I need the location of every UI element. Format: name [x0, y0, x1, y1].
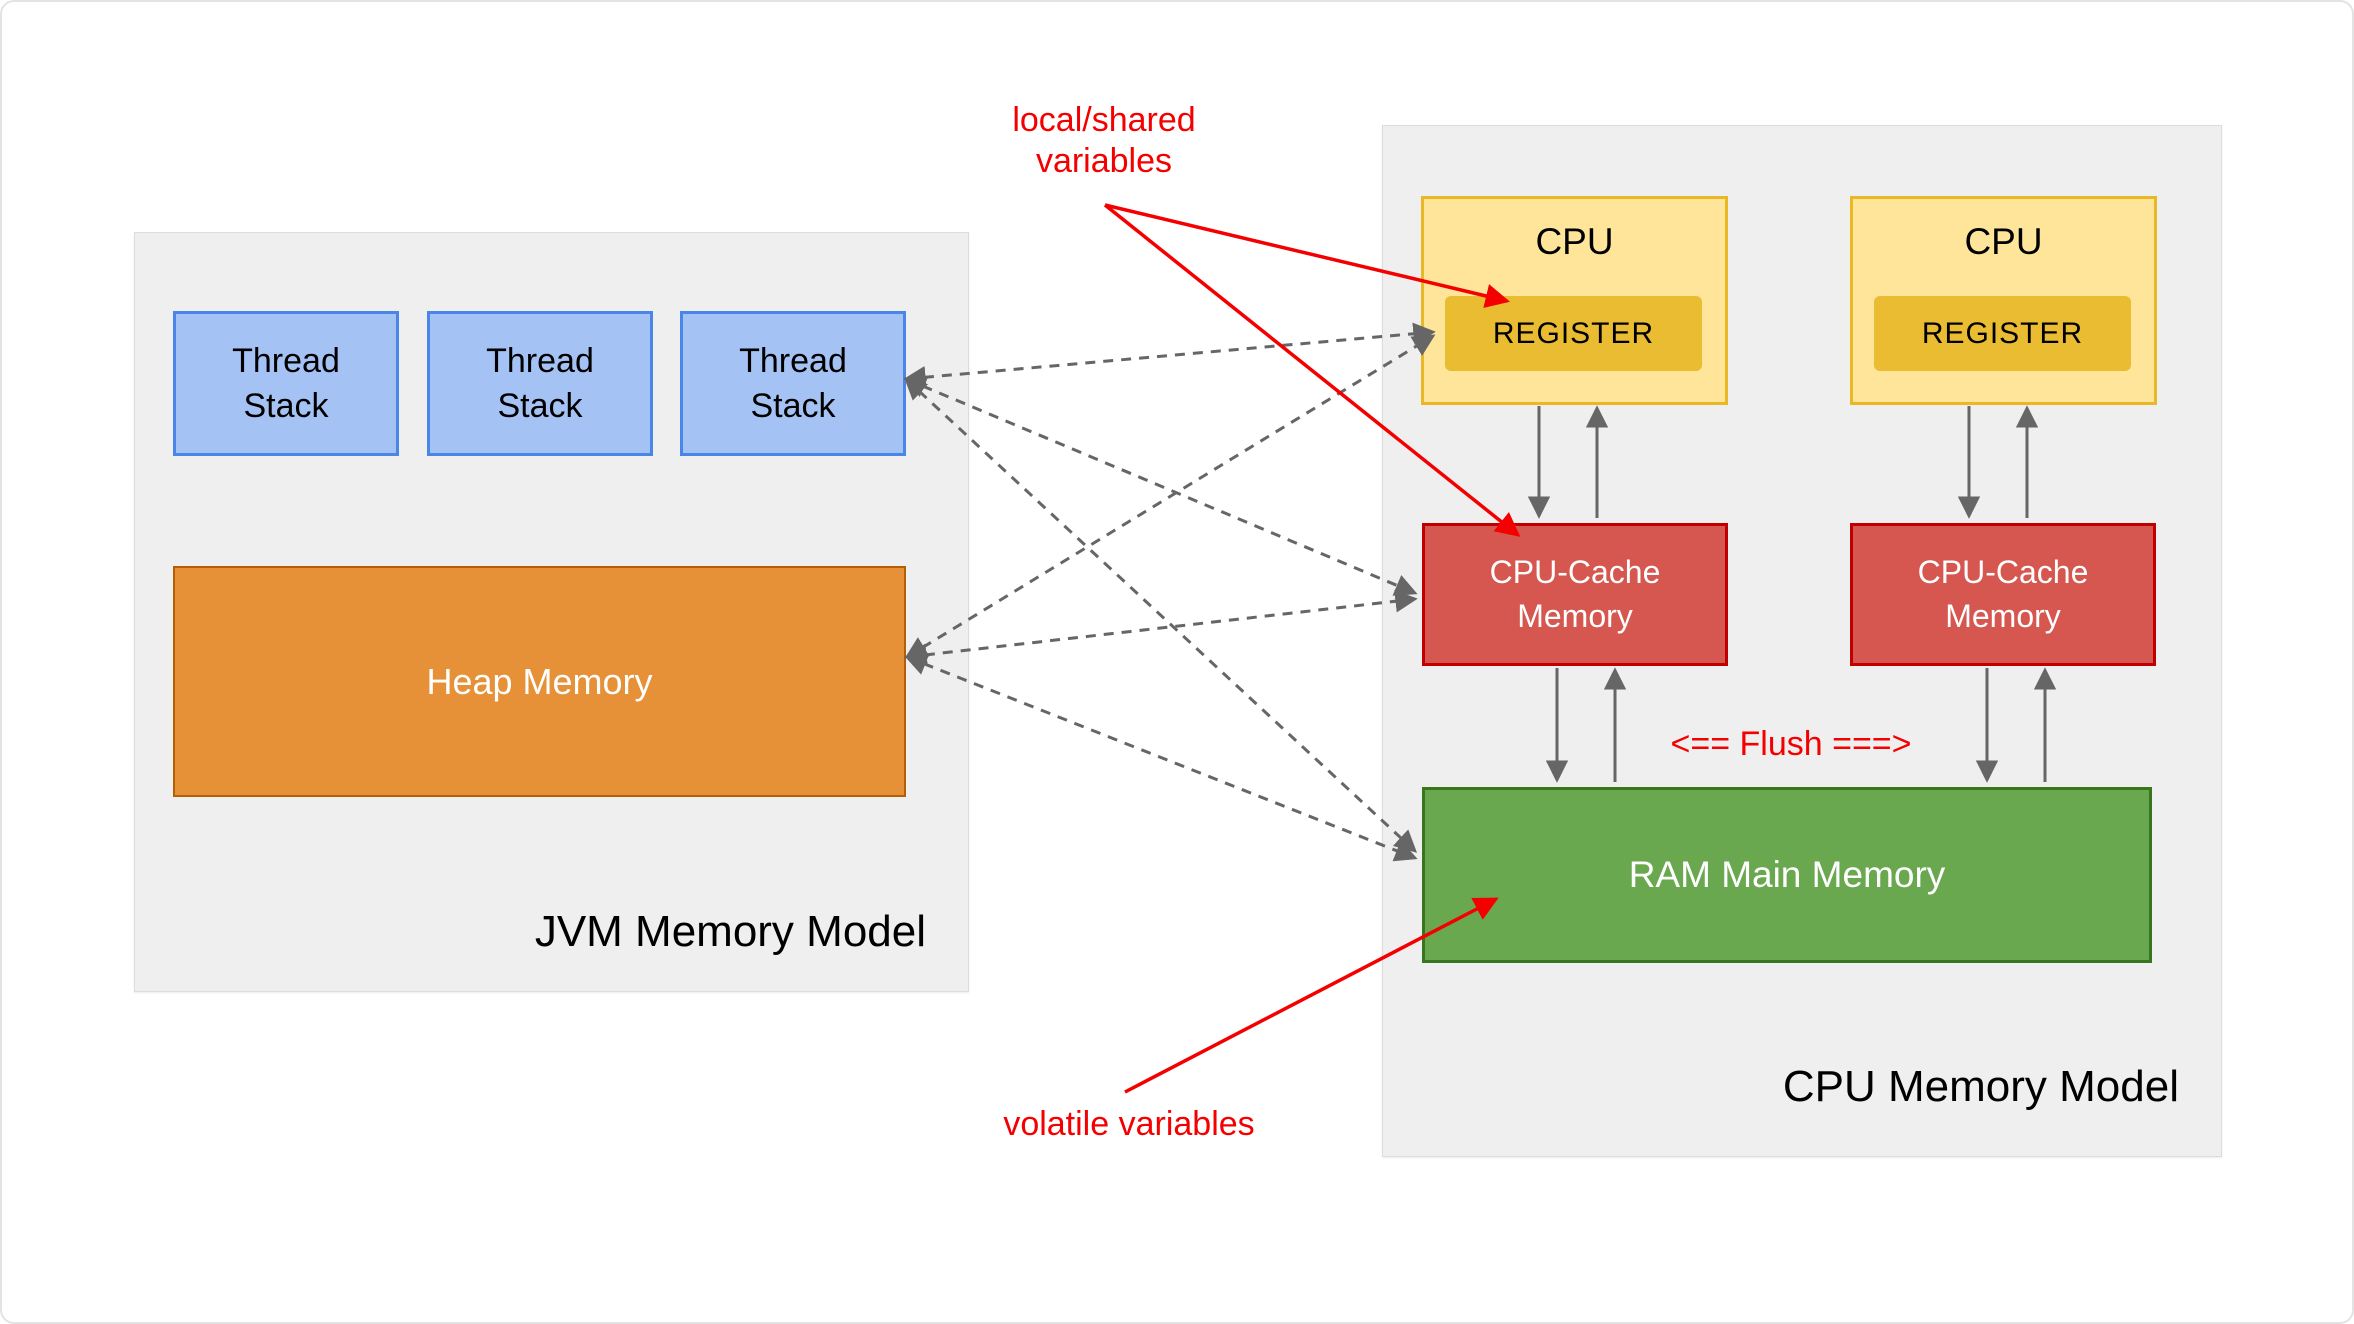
cpu-memory-model-panel: CPU REGISTER CPU REGISTER CPU-Cache Memo… [1382, 125, 2222, 1157]
cpu-cache-label: CPU-Cache Memory [1917, 554, 2089, 634]
dashed-connector [904, 590, 1418, 666]
jvm-memory-model-panel: Thread Stack Thread Stack Thread Stack H… [134, 232, 969, 992]
thread-stack-box-3: Thread Stack [680, 311, 906, 456]
jvm-panel-title: JVM Memory Model [534, 907, 926, 956]
thread-stack-label: Thread Stack [232, 341, 340, 425]
dashed-connector [903, 322, 1436, 389]
thread-stack-box-1: Thread Stack [173, 311, 399, 456]
cpu-cache-box-2: CPU-Cache Memory [1850, 523, 2156, 666]
register-label: REGISTER [1921, 316, 2084, 350]
thread-stack-box-2: Thread Stack [427, 311, 653, 456]
cpu-box-1: CPU REGISTER [1421, 196, 1728, 405]
cpu-cache-label: CPU-Cache Memory [1489, 554, 1661, 634]
dashed-connector [904, 653, 1418, 862]
ram-label: RAM Main Memory [1628, 854, 1946, 895]
cpu-cache-box-1: CPU-Cache Memory [1422, 523, 1728, 666]
cpu-label: CPU [1964, 221, 2043, 262]
local-shared-variables-annotation: local/shared variables [1012, 101, 1196, 181]
heap-memory-box: Heap Memory [173, 566, 906, 797]
cpu-label: CPU [1535, 221, 1614, 262]
dashed-connector [903, 377, 1418, 853]
register-box-1: REGISTER [1445, 296, 1702, 371]
dashed-connector [904, 334, 1436, 659]
ram-main-memory-box: RAM Main Memory [1422, 787, 2152, 963]
dashed-connector [903, 376, 1418, 596]
cpu-panel-title: CPU Memory Model [1782, 1062, 2179, 1111]
heap-memory-label: Heap Memory [426, 660, 653, 702]
register-box-2: REGISTER [1874, 296, 2131, 371]
cpu-box-2: CPU REGISTER [1850, 196, 2157, 405]
thread-stack-label: Thread Stack [739, 341, 847, 425]
thread-stack-label: Thread Stack [486, 341, 594, 425]
volatile-variables-annotation: volatile variables [1003, 1105, 1255, 1143]
dashed-connector-group [903, 322, 1436, 862]
register-label: REGISTER [1492, 316, 1655, 350]
flush-annotation: <== Flush ===> [1670, 725, 1912, 763]
